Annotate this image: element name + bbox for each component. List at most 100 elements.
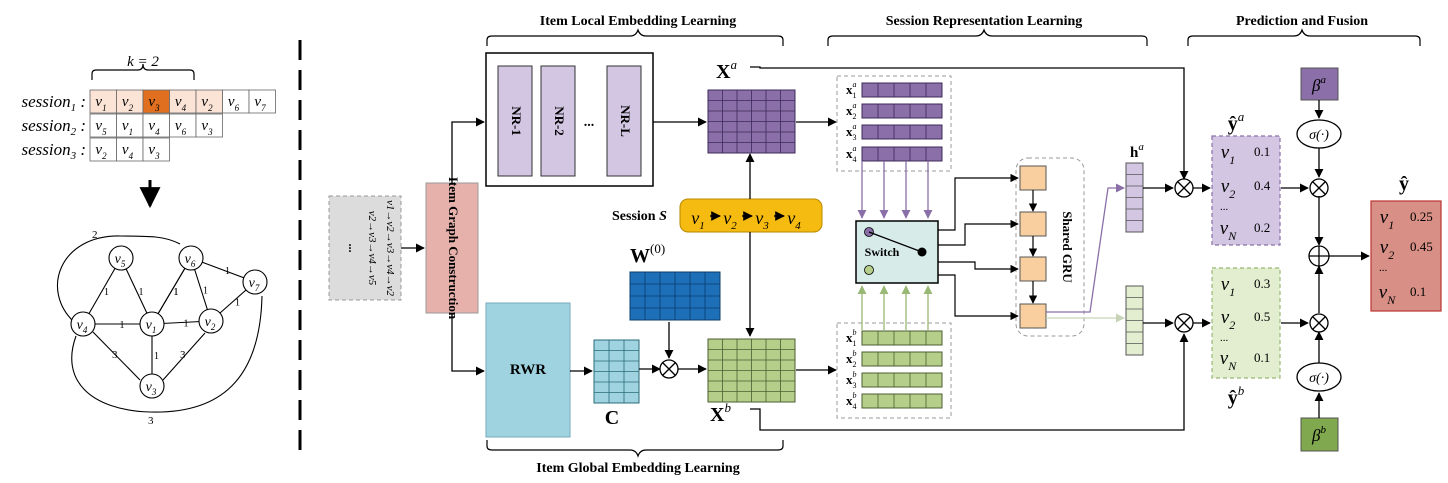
arrow-graph-to-global (451, 313, 485, 376)
multiply-node (1309, 178, 1329, 198)
beta-b-label: βb (1311, 424, 1326, 445)
score-value: 0.1 (1410, 284, 1426, 299)
matrix-c (593, 339, 640, 404)
edge-weight: 1 (120, 320, 125, 331)
session-item: v3 (148, 94, 160, 113)
score-item: vN (1220, 218, 1237, 243)
score-item: v1 (1221, 142, 1235, 167)
sequence-ellipsis: ... (346, 244, 360, 253)
graph-edge (82, 257, 122, 325)
header-local: Item Local Embedding Learning (540, 14, 736, 29)
gru-cell (1019, 165, 1047, 191)
graph-node-label: v1 (146, 318, 157, 335)
nr-layer-label: NR-1 (509, 106, 524, 136)
yb-label: ŷb (1228, 383, 1245, 409)
row-embedding (861, 82, 943, 98)
w0-label: W(0) (630, 241, 665, 267)
graph-node (139, 311, 165, 337)
score-value: 0.2 (1254, 220, 1270, 235)
score-value: 0.4 (1254, 178, 1271, 193)
session-item: v3 (148, 142, 160, 161)
header-prediction-brace (1187, 28, 1421, 46)
row-embedding (861, 351, 943, 367)
edge-weight: 1 (154, 351, 159, 362)
xb-label: Xb (710, 400, 731, 426)
matrix-w0 (629, 271, 721, 321)
row-embedding (861, 330, 943, 346)
edge-weight: 1 (235, 298, 240, 309)
sum-node (1308, 245, 1330, 267)
score-item: vN (1379, 282, 1396, 307)
session-item: v7 (254, 94, 266, 113)
shared-gru-label: Shared GRU (1060, 211, 1075, 283)
score-box-b (1211, 267, 1281, 379)
session-item: v6 (175, 118, 187, 137)
w0-grid (629, 271, 721, 321)
multiply-node (1174, 178, 1194, 198)
score-value: 0.3 (1254, 276, 1270, 291)
header-prediction: Prediction and Fusion (1236, 14, 1368, 29)
session-cell (248, 89, 276, 114)
c-grid (593, 339, 640, 404)
sigma-b-label: σ(·) (1309, 371, 1329, 386)
hb-vector (1125, 285, 1144, 356)
header-local-brace (486, 28, 784, 46)
item-graph-construction-label: Item Graph Construction (446, 177, 461, 320)
row-embedding (861, 124, 943, 140)
graph-edge (162, 332, 206, 381)
edge-weight: 3 (180, 349, 186, 361)
session-item: v4 (122, 142, 134, 161)
graph-node-label: v7 (249, 276, 260, 293)
graph-node (242, 269, 268, 295)
session-item: v2 (201, 94, 213, 113)
nr-layer-label: NR-2 (552, 106, 567, 136)
graph-edge (71, 295, 263, 413)
graph-node (178, 245, 204, 271)
graph-node-label: v2 (205, 315, 216, 332)
session-label: session1 : (21, 92, 86, 114)
nr-layer (497, 65, 533, 177)
arrow-xb-bypass (750, 333, 1189, 431)
session-item: v1 (95, 94, 106, 113)
graph-node-label: v6 (185, 252, 196, 269)
sequence-2: v2→v3→v4→v5 (366, 211, 378, 286)
rwr-label: RWR (510, 362, 546, 378)
row-embedding (861, 393, 943, 409)
xa-grid (707, 89, 796, 154)
row-embedding (861, 146, 943, 162)
switch-label: Switch (865, 245, 900, 259)
score-value: 0.1 (1254, 350, 1270, 365)
gru-cell (1019, 211, 1047, 237)
input-sequences-box (328, 195, 402, 301)
score-item: v2 (1380, 237, 1394, 262)
header-session: Session Representation Learning (886, 14, 1083, 29)
xa-label: Xa (716, 57, 737, 83)
session-item: v4 (148, 118, 160, 137)
edge-weight: 1 (184, 319, 189, 330)
session-label: session2 : (21, 116, 86, 138)
score-item: v1 (1221, 274, 1235, 299)
score-item: vN (1220, 348, 1237, 373)
gru-cell (1019, 256, 1047, 282)
graph-edge (56, 235, 181, 323)
nr-layer (540, 65, 576, 177)
score-ellipsis: ... (1220, 332, 1229, 344)
arrow-switch-to-gru (938, 274, 1019, 321)
arrow-graph-to-local (451, 117, 485, 183)
item-graph-construction-box (425, 182, 479, 314)
graph-node (70, 311, 96, 337)
arrow-gru-to-ha (1046, 183, 1125, 313)
session-item: v1 (122, 118, 133, 137)
rwr-box (485, 302, 571, 438)
